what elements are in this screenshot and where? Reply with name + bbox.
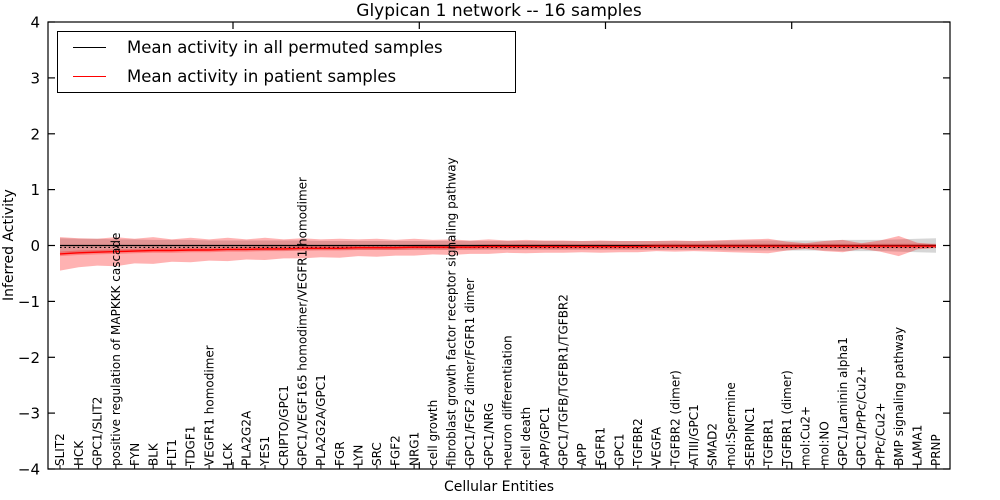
entity-label: GPC1/Laminin alpha1 (836, 337, 850, 466)
legend-label-patient: Mean activity in patient samples (127, 67, 397, 87)
entity-label: GPC1/NRG (482, 403, 496, 466)
entity-label: SLIT2 (53, 433, 67, 466)
entity-label: fibroblast growth factor receptor signal… (445, 157, 459, 466)
entity-label: ATIII/GPC1 (687, 404, 701, 466)
entity-label: LAMA1 (911, 425, 925, 466)
y-tick-label: 1 (30, 181, 40, 199)
entity-label: GPC1/PrPc/Cu2+ (855, 366, 869, 466)
entity-label: GPC1/FGF2 dimer/FGFR1 dimer (463, 278, 477, 466)
entity-label: FGFR1 (594, 427, 608, 466)
entity-label: LYN (351, 445, 365, 466)
entity-label: positive regulation of MAPKKK cascade (109, 233, 123, 466)
y-tick-label: −2 (18, 349, 40, 367)
entity-label: GPC1/TGFB/TGFBR1/TGFBR2 (556, 294, 570, 466)
entity-label: mol:Spermine (724, 382, 738, 466)
entity-label: APP (575, 443, 589, 466)
chart-title: Glypican 1 network -- 16 samples (356, 1, 642, 21)
entity-label: cell death (519, 407, 533, 466)
entity-label: BMP signaling pathway (892, 327, 906, 466)
entity-label: GPC1 (612, 433, 626, 466)
legend-item-permuted: Mean activity in all permuted samples (58, 33, 515, 61)
y-tick-label: −1 (18, 293, 40, 311)
permuted-line-sample (73, 46, 106, 48)
entity-label: VEGFR1 homodimer (202, 345, 216, 466)
entity-label: neuron differentiation (501, 335, 515, 466)
entity-label: LCK (221, 442, 235, 466)
patient-mean-line (59, 245, 936, 255)
entity-label: BLK (146, 442, 160, 466)
patient-inner-band (60, 243, 936, 257)
entity-label: mol:NO (817, 421, 831, 466)
entity-label: mol:Cu2+ (799, 406, 813, 466)
entity-label: SRC (370, 442, 384, 466)
y-axis-label: Inferred Activity (1, 189, 17, 302)
entity-label: TGFBR2 (631, 418, 645, 467)
y-tick-label: 2 (30, 125, 40, 143)
entity-label: FLT1 (165, 439, 179, 466)
patient-band (60, 236, 936, 271)
entity-label: PrPc/Cu2+ (873, 402, 887, 466)
entity-label: VEGFA (650, 426, 664, 466)
y-tick-label: −4 (18, 461, 40, 479)
entity-label: FGF2 (389, 435, 403, 466)
entity-label: PRNP (929, 434, 943, 466)
y-tick-label: −3 (18, 405, 40, 423)
entity-label: TGFBR1 (dimer) (780, 370, 794, 467)
x-axis-label: Cellular Entities (443, 479, 555, 495)
y-tick-label: 4 (30, 14, 40, 32)
entity-label: FGR (333, 441, 347, 466)
legend-item-patient: Mean activity in patient samples (58, 63, 515, 91)
entity-label: CRIPTO/GPC1 (277, 385, 291, 466)
entity-label: HCK (72, 440, 86, 466)
patient-line-sample (73, 76, 106, 78)
entity-label: SMAD2 (706, 423, 720, 466)
entity-label: PLA2G2A/GPC1 (314, 374, 328, 466)
entity-label: GPC1/SLIT2 (91, 397, 105, 466)
entity-label: PLA2G2A (240, 410, 254, 466)
entity-label: APP/GPC1 (538, 407, 552, 466)
entity-label: TDGF1 (184, 426, 198, 467)
y-tick-label: 0 (30, 237, 40, 255)
entity-label: TGFBR2 (dimer) (668, 370, 682, 467)
entity-label: NRG1 (407, 432, 421, 466)
legend: Mean activity in all permuted samples Me… (57, 31, 516, 93)
entity-label: TGFBR1 (762, 418, 776, 467)
y-tick-label: 3 (30, 69, 40, 87)
legend-label-permuted: Mean activity in all permuted samples (127, 37, 443, 57)
entity-label: FYN (128, 443, 142, 466)
entity-label: GPC1/VEGF165 homodimer/VEGFR1 homodimer (296, 177, 310, 466)
entity-label: YES1 (258, 436, 272, 467)
entity-label: SERPINC1 (743, 407, 757, 466)
entity-label: cell growth (426, 400, 440, 466)
